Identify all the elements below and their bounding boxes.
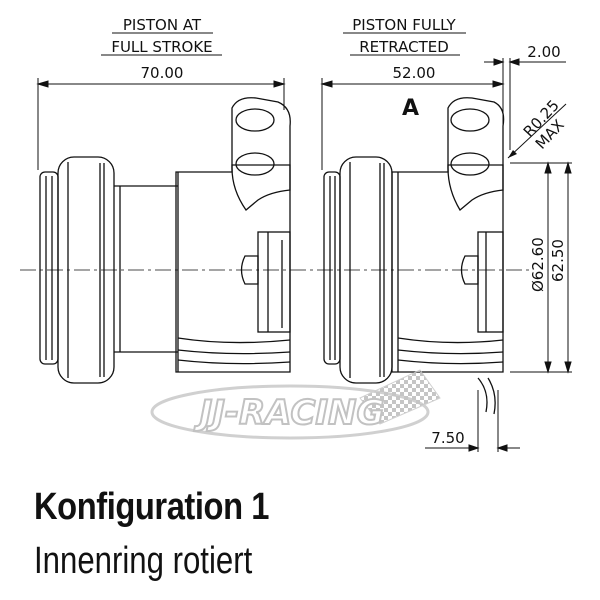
technical-drawing: PISTON AT FULL STROKE PISTON FULLY RETRA… [20, 16, 572, 452]
dimension-right-width: 52.00 [320, 64, 505, 170]
dimension-left-width: 70.00 [36, 64, 286, 170]
watermark-text: JJ-RACING [194, 393, 385, 433]
caption-subtitle: Innenring rotiert [34, 540, 253, 582]
right-view-header: PISTON FULLY RETRACTED [343, 16, 466, 56]
right-header-line2: RETRACTED [359, 38, 449, 56]
dim-70: 70.00 [141, 64, 184, 82]
view-label-a: A [402, 96, 419, 121]
dimension-diameters: Ø62.60 62.50 [510, 161, 572, 374]
left-header-line2: FULL STROKE [111, 38, 212, 56]
caption-title: Konfiguration 1 [34, 486, 270, 528]
left-header-line1: PISTON AT [123, 16, 202, 34]
right-header-line1: PISTON FULLY [352, 16, 456, 34]
dimension-offset: 2.00 [484, 43, 566, 150]
right-bearing-drawing [323, 97, 505, 415]
dim-diameter-62-60: Ø62.60 [529, 237, 547, 292]
radius-callout: R0.25 MAX [507, 96, 568, 159]
watermark-logo: JJ-RACING [150, 369, 441, 440]
left-view-header: PISTON AT FULL STROKE [101, 16, 222, 56]
dim-7-50: 7.50 [431, 429, 464, 447]
dim-2: 2.00 [527, 43, 560, 61]
dim-52: 52.00 [393, 64, 436, 82]
dim-62-50: 62.50 [549, 239, 567, 282]
dimension-bottom: 7.50 [425, 390, 520, 452]
left-bearing-drawing [39, 97, 291, 384]
